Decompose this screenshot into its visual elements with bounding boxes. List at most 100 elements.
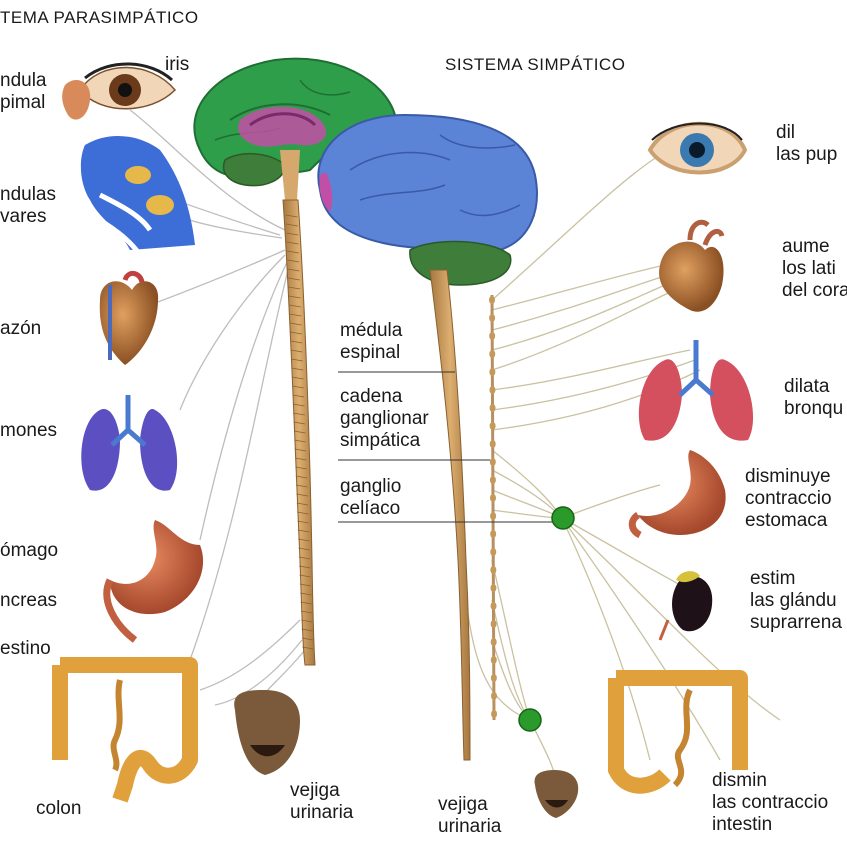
nerve-lungs-1 [491,349,691,391]
nerve-iris [129,109,286,231]
label-heart: azón [0,318,42,339]
cerebellum-left [222,152,286,187]
chain-ganglion-node [489,476,496,484]
spinal-segment-ridge [292,394,305,398]
center-leader-lines [338,371,562,523]
label-salivary-glands: ndulas vares [0,184,56,227]
label-adrenal: estim las glándu suprarrena [750,568,842,633]
nerve-heart-2 [491,274,669,331]
chain-ganglion-node [489,458,496,466]
title-sympathetic: SISTEMA SIMPÁTICO [445,55,626,74]
spinal-segment-ridge [289,313,302,317]
spinal-segment-ridge [293,412,305,416]
mesenteric-ganglion [518,708,542,732]
label-bladder-left: vejiga urinaria [290,780,354,823]
label-bronchi: dilata bronqu [784,376,844,419]
label-lungs: mones [0,420,58,441]
chain-ganglion-node [490,674,497,682]
spinal-segment-ridge [298,538,310,542]
eye-right [647,121,748,175]
lungs-left [81,395,178,491]
heart-right [659,219,725,312]
chain-ganglion-node [489,386,496,394]
label-pancreas: ncreas [0,590,58,611]
chain-ganglion-node [489,332,496,340]
chain-ganglion-node [489,350,496,358]
nerve-intestine-s1 [561,517,651,761]
nerve-eye [491,154,661,301]
stomach-right [628,450,726,539]
spinal-segment-ridge [290,349,303,353]
spinal-segment-ridge [286,232,299,236]
spinal-segment-ridge [292,385,304,389]
label-ganglion-chain: cadena ganglionar simpática [340,386,429,451]
label-pupils: dil las pup [776,122,838,165]
spinal-segment-ridge [299,583,312,587]
heart-left [99,271,159,365]
nerve-intestine-s3 [561,517,781,721]
spinal-segment-ridge [288,295,301,299]
spinal-segment-ridge [301,637,314,641]
lungs-right [638,340,754,441]
brainstem-left [280,150,300,200]
spinal-segment-ridge [290,340,303,344]
spinal-segment-ridge [295,466,307,470]
cerebellum-right [409,240,512,286]
celiac-ganglion [551,506,575,530]
chain-ganglion-node [490,548,497,556]
label-celiac-ganglion: ganglio celíaco [340,476,402,519]
salivary-glands-left [80,135,195,257]
colon-left [52,657,198,803]
nerve-intestine [189,261,291,661]
spinal-segment-ridge [294,439,306,443]
spinal-segment-ridge [300,601,312,605]
chain-ganglion-node [490,584,497,592]
spinal-segment-ridge [299,565,311,569]
label-stomach: ómago [0,540,59,561]
nerve-heart-4 [491,289,676,371]
spinal-segment-ridge [298,556,311,560]
chain-ganglion-node [489,422,496,430]
spinal-segment-ridge [297,529,310,533]
spinal-cord-right [429,269,471,761]
nerve-lungs [179,254,286,411]
spinal-segment-ridge [301,628,313,632]
bladder-right [534,770,579,818]
label-spinal-cord: médula espinal [340,320,403,363]
chain-ganglion-node [490,638,497,646]
spinal-segment-ridge [297,511,309,515]
nerve-heart [149,249,286,306]
label-stomach-contractions: disminuye contraccio estomaca [745,466,832,531]
chain-ganglion-node [490,530,497,538]
spinal-segment-ridge [301,619,313,623]
label-colon: colon [36,798,82,819]
chain-ganglion-node [489,494,496,502]
nerve-intestine-s2 [561,517,721,761]
spinal-segment-ridge [286,250,299,254]
nerve-stomach-s [561,484,661,519]
label-heartbeat: aume los lati del cora [782,236,847,301]
chain-ganglion-node [490,620,497,628]
spinal-segment-ridge [285,223,298,227]
spinal-segment-ridge [291,358,303,362]
parasympathetic-nerves [129,109,306,706]
label-intestine-contractions: dismin las contraccio intestin [712,770,829,835]
spinal-segment-ridge [289,322,302,326]
nerve-colon-1 [199,619,301,691]
brain-sympathetic [317,113,538,286]
spinal-segment-ridge [285,214,298,218]
spinal-segment-ridge [298,547,310,551]
sympathetic-ganglion-chain [489,294,498,721]
chain-ganglion-node [490,692,497,700]
chain-ganglion-node [489,404,496,412]
frontal-pink-right [319,172,333,212]
nerve-heart-3 [491,281,673,351]
label-pineal-gland: ndula pimal [0,70,47,113]
spinal-segment-ridge [292,403,305,407]
nerve-heart-1 [491,264,666,311]
spinal-segment-ridge [286,241,299,245]
spinal-segment-ridge [287,277,300,281]
chain-ganglion-node [490,602,497,610]
spinal-segment-ridge [293,430,306,434]
